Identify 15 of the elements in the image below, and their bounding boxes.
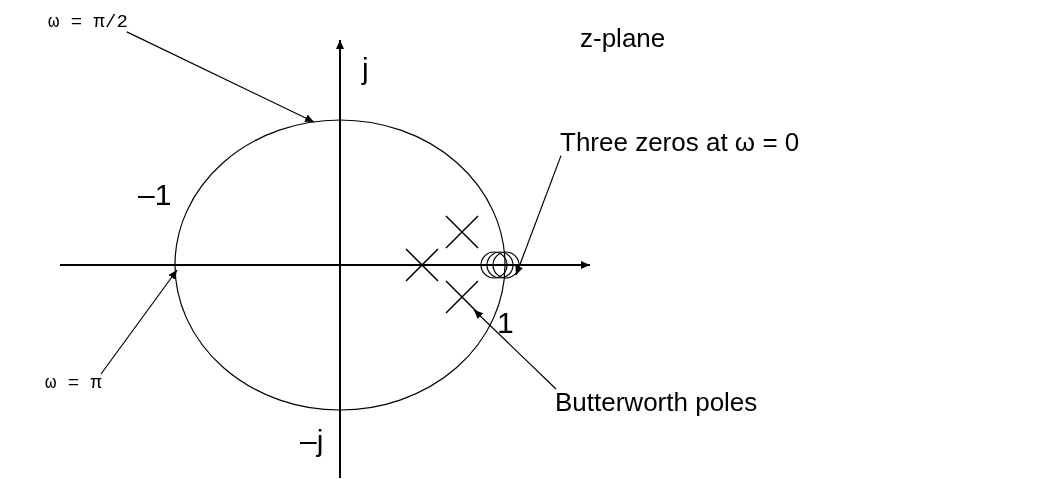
axis-label: j bbox=[362, 52, 369, 85]
annotation-text: Butterworth poles bbox=[555, 388, 758, 417]
leader-line bbox=[126, 31, 315, 123]
leader-line bbox=[515, 155, 562, 276]
angle-annotation: ω = π bbox=[45, 373, 102, 394]
annotation-text: Three zeros at ω = 0 bbox=[560, 128, 800, 157]
axis-label: –j bbox=[300, 424, 324, 457]
pole-markers bbox=[405, 215, 479, 314]
leader-line bbox=[473, 309, 557, 390]
tick-label: 1 bbox=[497, 306, 514, 339]
leader-line bbox=[100, 269, 178, 375]
plane-label: z-plane bbox=[580, 24, 666, 53]
zero-markers bbox=[480, 251, 520, 279]
angle-annotation: ω = π/2 bbox=[48, 12, 128, 33]
tick-label: –1 bbox=[138, 178, 172, 211]
